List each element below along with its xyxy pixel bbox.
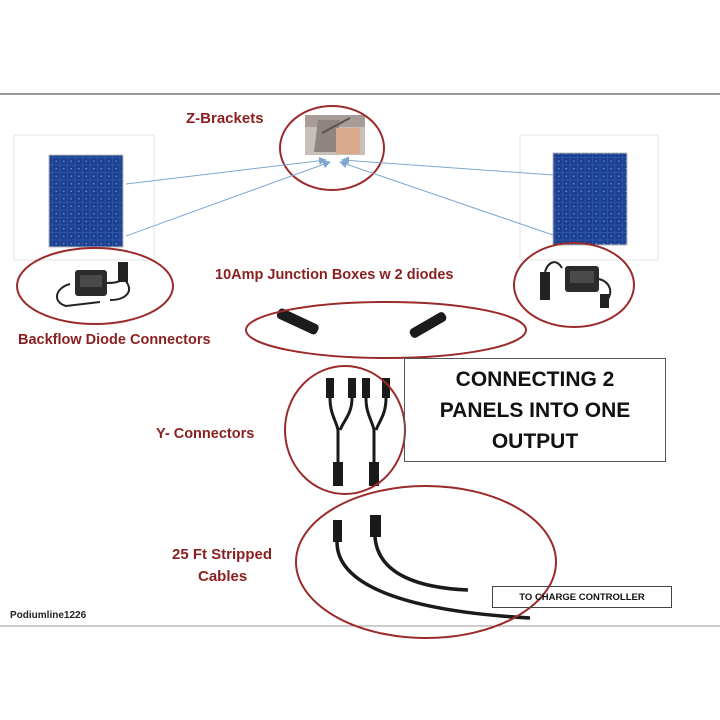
stripped-cables-label-line1: 25 Ft Stripped [172, 546, 273, 563]
z-brackets-circle [279, 105, 385, 191]
right-junction-box [540, 261, 612, 308]
left-junction-circle [16, 247, 174, 325]
backflow-diode-connector-left [276, 308, 319, 335]
charge-controller-box: TO CHARGE CONTROLLER [492, 586, 672, 608]
title-line-1: CONNECTING 2 [455, 367, 615, 391]
left-solar-panel [13, 134, 155, 261]
stripped-cables [333, 515, 531, 620]
title-box: CONNECTING 2 PANELS INTO ONE OUTPUT [404, 358, 666, 462]
title-line-2: PANELS INTO ONE [439, 398, 631, 422]
stripped-cables-circle [295, 485, 557, 639]
arrow-right-upper [341, 156, 554, 176]
arrow-left-upper [125, 156, 327, 185]
watermark-text: Podiumline1226 [10, 610, 87, 621]
backflow-diode-label: Backflow Diode Connectors [18, 332, 211, 348]
arrow-left-lower [125, 160, 331, 237]
y-connectors [326, 378, 390, 486]
backflow-connectors-circle [245, 301, 527, 359]
title-line-3: OUTPUT [491, 429, 579, 453]
backflow-diode-connector-right [409, 312, 447, 338]
y-connectors-circle [284, 365, 406, 495]
z-brackets-label: Z-Brackets [186, 110, 264, 127]
z-bracket-photo [305, 115, 365, 155]
junction-boxes-label: 10Amp Junction Boxes w 2 diodes [215, 267, 454, 283]
y-connectors-label: Y- Connectors [156, 426, 255, 442]
charge-controller-label: TO CHARGE CONTROLLER [519, 591, 645, 603]
right-solar-panel [519, 134, 659, 261]
arrow-right-lower [339, 160, 554, 236]
stripped-cables-label-line2: Cables [198, 568, 248, 585]
right-junction-circle [513, 242, 635, 328]
left-junction-box [56, 262, 130, 308]
